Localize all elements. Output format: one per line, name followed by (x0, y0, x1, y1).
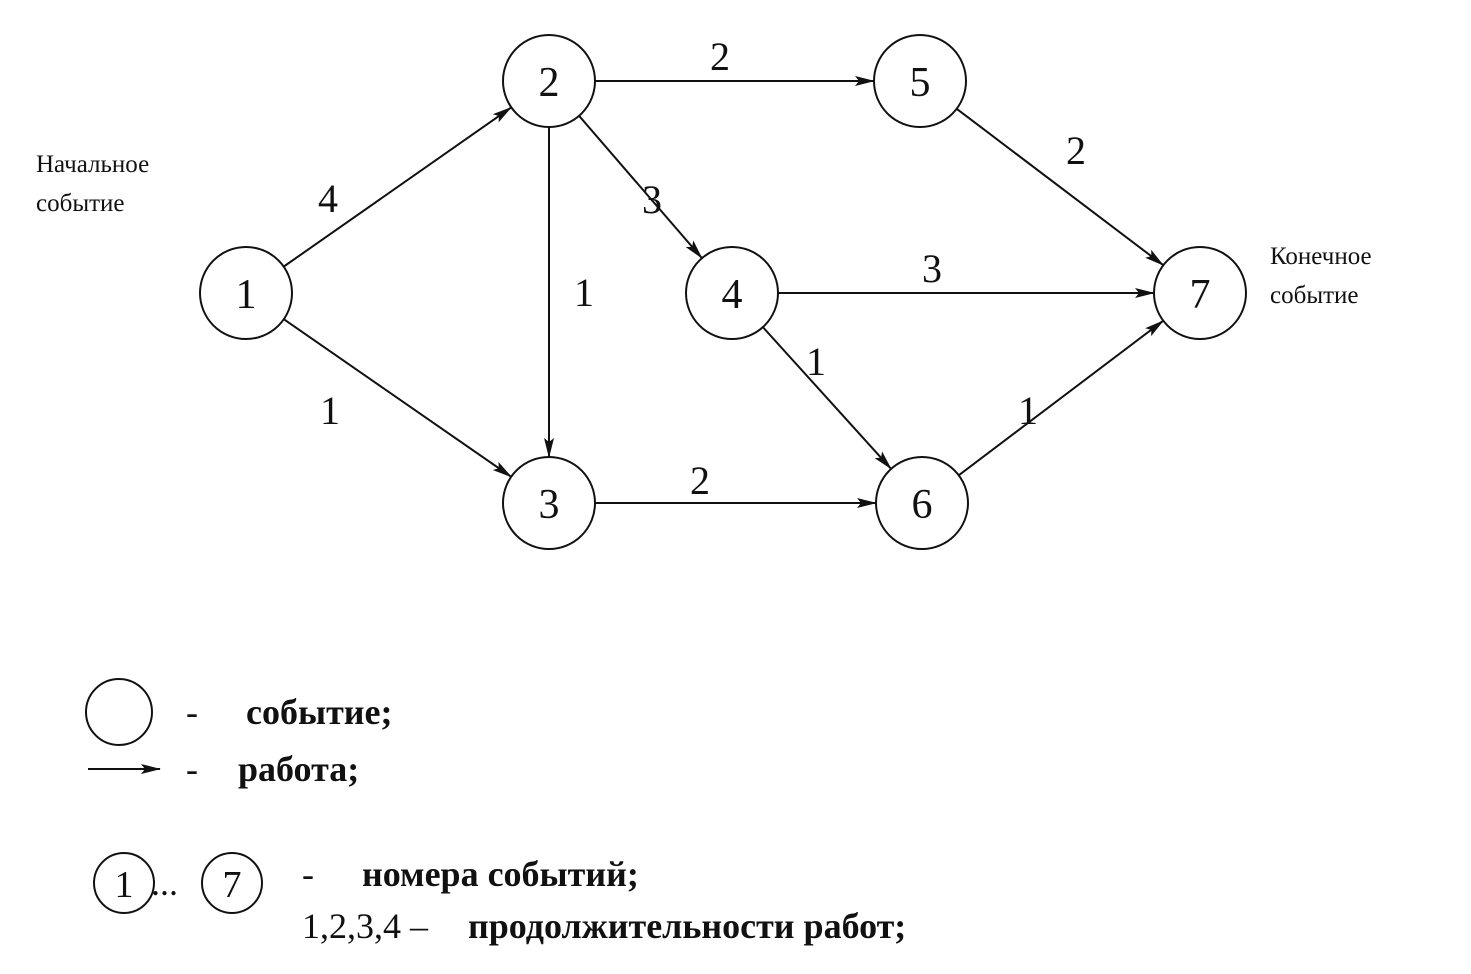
event-node-5 (873, 34, 967, 128)
legend-range-last: 7 (223, 864, 242, 906)
edge-4-6 (762, 326, 892, 470)
event-node-label-7: 7 (1190, 272, 1211, 318)
event-node-label-6: 6 (912, 482, 933, 528)
edge-label-4-6: 1 (806, 339, 826, 384)
edges-layer: 4 1 1 3 2 2 1 3 2 1 (283, 34, 1165, 508)
event-node-label-2: 2 (539, 60, 560, 106)
event-node-label-3: 3 (539, 482, 560, 528)
legend-range-last-circle-icon (201, 852, 263, 914)
edge-1-3 (283, 318, 513, 478)
edge-label-2-4: 3 (642, 177, 662, 222)
event-node-label-5: 5 (910, 60, 931, 106)
end-event-label-line1: Конечное (1270, 243, 1372, 270)
legend-durations-label: продолжительности работ; (468, 906, 906, 946)
event-node-7 (1153, 246, 1247, 340)
edge-label-2-5: 2 (710, 34, 730, 79)
legend-durations-values: 1,2,3,4 – (302, 906, 429, 946)
event-node-label-4: 4 (722, 272, 743, 318)
start-event-label-line1: Начальное (36, 151, 149, 178)
legend-event-dash: - (186, 692, 198, 732)
legend-range-first-circle-icon (93, 852, 155, 914)
legend: - событие; - работа; 1 ... 7 - номера со… (85, 678, 906, 946)
event-node-4 (685, 246, 779, 340)
event-node-3 (502, 456, 596, 550)
edge-label-1-3: 1 (320, 388, 340, 433)
edge-label-2-3: 1 (574, 270, 594, 315)
legend-numbers-label: номера событий; (362, 854, 639, 894)
edge-label-4-7: 3 (922, 246, 942, 291)
edge-label-5-7: 2 (1066, 128, 1086, 173)
legend-event-label: событие; (246, 692, 392, 732)
edge-1-2 (283, 106, 513, 268)
event-node-6 (875, 456, 969, 550)
edge-6-7 (958, 319, 1165, 477)
edge-label-3-6: 2 (690, 458, 710, 503)
event-node-2 (502, 34, 596, 128)
start-event-label-line2: событие (36, 190, 125, 217)
legend-work-label: работа; (238, 749, 359, 789)
legend-event-circle-icon (85, 678, 153, 746)
edge-5-7 (956, 107, 1165, 267)
event-node-label-1: 1 (236, 272, 257, 318)
end-event-label-line2: событие (1270, 282, 1359, 309)
legend-work-dash: - (186, 749, 198, 789)
event-node-1 (199, 246, 293, 340)
edge-label-1-2: 4 (318, 176, 338, 221)
nodes-layer: 1 2 3 4 5 6 7 (199, 34, 1247, 550)
legend-range-first: 1 (115, 864, 134, 906)
legend-range-ellipsis: ... (151, 863, 178, 903)
legend-numbers-dash: - (302, 854, 314, 894)
edge-2-4 (578, 115, 703, 259)
edge-label-6-7: 1 (1018, 388, 1038, 433)
